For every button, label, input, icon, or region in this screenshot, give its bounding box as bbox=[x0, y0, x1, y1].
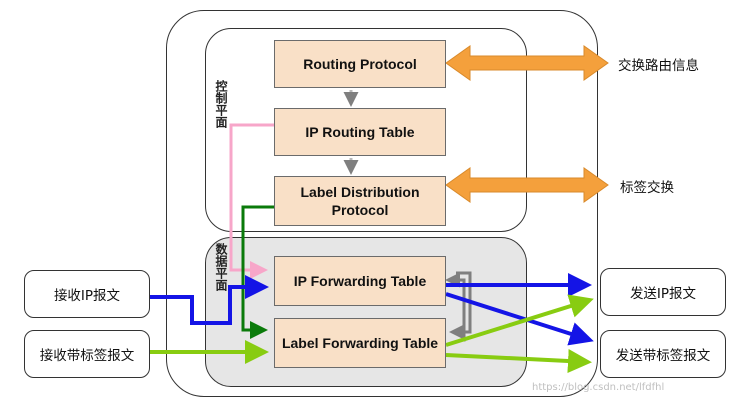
exchange-routes-double-arrow bbox=[445, 45, 609, 81]
receive-ip-box: 接收IP报文 bbox=[24, 270, 150, 318]
exchange-labels-label: 标签交换 bbox=[620, 180, 674, 196]
lft-to-send-ip-arrow bbox=[445, 294, 594, 347]
receive-ip-arrow bbox=[150, 275, 269, 325]
send-ip-label: 发送IP报文 bbox=[629, 286, 697, 302]
ip-forwarding-table-label: IP Forwarding Table bbox=[293, 273, 427, 289]
send-labeled-label: 发送带标签报文 bbox=[615, 348, 711, 364]
routing-protocol-box: Routing Protocol bbox=[274, 40, 446, 88]
ldp-label-line1: Label Distribution bbox=[300, 184, 420, 200]
control-plane-label: 控制平面 bbox=[214, 80, 228, 128]
iprt-to-ipft-arrow bbox=[229, 123, 274, 279]
exchange-routes-label: 交换路由信息 bbox=[618, 58, 699, 74]
ip-forwarding-table-box: IP Forwarding Table bbox=[274, 256, 446, 306]
label-forwarding-table-box: Label Forwarding Table bbox=[274, 318, 446, 368]
ipft-to-send-labeled-arrow bbox=[445, 292, 594, 346]
watermark-text: https://blog.csdn.net/lfdfhl bbox=[532, 382, 665, 393]
ip-routing-table-label: IP Routing Table bbox=[305, 124, 415, 140]
send-labeled-box: 发送带标签报文 bbox=[600, 330, 726, 378]
receive-labeled-label: 接收带标签报文 bbox=[39, 348, 135, 364]
data-plane-label: 数据平面 bbox=[214, 243, 228, 291]
routing-protocol-label: Routing Protocol bbox=[303, 56, 417, 72]
ip-routing-table-box: IP Routing Table bbox=[274, 108, 446, 156]
label-distribution-protocol-box: Label Distribution Protocol bbox=[274, 176, 446, 226]
ldp-to-lft-arrow bbox=[241, 205, 274, 339]
receive-ip-label: 接收IP报文 bbox=[53, 288, 121, 304]
lft-to-send-labeled-arrow bbox=[445, 349, 592, 374]
send-ip-box: 发送IP报文 bbox=[600, 268, 726, 316]
label-forwarding-table-label: Label Forwarding Table bbox=[281, 335, 439, 351]
receive-labeled-box: 接收带标签报文 bbox=[24, 330, 150, 378]
ldp-label-line2: Protocol bbox=[331, 202, 389, 218]
exchange-labels-double-arrow bbox=[445, 167, 609, 203]
